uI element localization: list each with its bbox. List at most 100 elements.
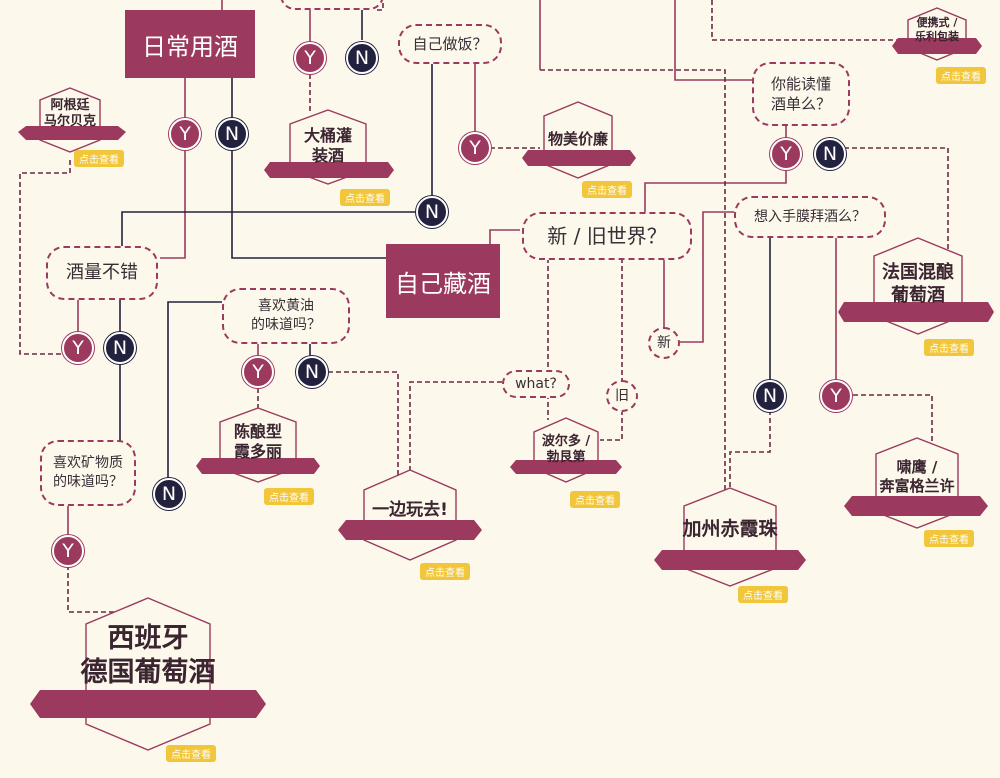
result-malbec-line2: 马尔贝克 bbox=[43, 114, 97, 130]
question-new-old-world-text: 新 / 旧世界？ bbox=[547, 223, 667, 248]
yes-label: Y bbox=[830, 385, 842, 407]
answer-what-text: what? bbox=[515, 375, 557, 392]
no-node-3: N bbox=[416, 196, 448, 228]
yes-label: Y bbox=[72, 337, 84, 359]
no-node-6: N bbox=[296, 356, 328, 388]
yes-node-6: Y bbox=[242, 356, 274, 388]
question-mineral: 喜欢矿物质 的味道吗？ bbox=[40, 440, 136, 506]
yes-label: Y bbox=[179, 123, 191, 145]
view-more-play[interactable]: 点击查看 bbox=[420, 563, 470, 580]
no-label: N bbox=[224, 123, 240, 145]
view-more-cabernet[interactable]: 点击查看 bbox=[738, 586, 788, 603]
ribbon-spain bbox=[30, 690, 266, 718]
answer-old-text: 旧 bbox=[615, 387, 629, 404]
yes-label: Y bbox=[252, 361, 264, 383]
result-shiraz-line2: 奔富格兰许 bbox=[879, 476, 955, 495]
box-cellar-label: 自己藏酒 bbox=[395, 269, 491, 298]
ribbon-portable bbox=[892, 38, 982, 54]
view-more-bordeaux[interactable]: 点击查看 bbox=[570, 491, 620, 508]
result-portable-line2: 乐利包装 bbox=[915, 30, 959, 44]
no-label: N bbox=[304, 361, 320, 383]
result-spain-line2: 德国葡萄酒 bbox=[80, 656, 216, 688]
result-chardonnay-line2: 霞多丽 bbox=[233, 442, 283, 461]
question-read-menu: 你能读懂 酒单么？ bbox=[752, 62, 850, 126]
ribbon-bulk bbox=[264, 162, 394, 178]
result-malbec-title: 阿根廷 马尔贝克 bbox=[44, 98, 96, 131]
ribbon-shiraz bbox=[844, 496, 988, 516]
box-daily-use: 日常用酒 bbox=[125, 10, 255, 78]
no-node-4: N bbox=[814, 138, 846, 170]
result-bordeaux-blend-line2: 葡萄酒 bbox=[891, 284, 945, 306]
no-label: N bbox=[762, 385, 778, 407]
question-read-menu-line1: 你能读懂 bbox=[770, 74, 831, 93]
result-shiraz-title: 啸鹰 / 奔富格兰许 bbox=[879, 458, 954, 496]
question-new-old-world: 新 / 旧世界？ bbox=[522, 212, 692, 260]
result-play-title: 一边玩去! bbox=[372, 500, 448, 521]
view-more-portable[interactable]: 点击查看 bbox=[936, 67, 986, 84]
no-label: N bbox=[161, 483, 177, 505]
yes-node-7: Y bbox=[820, 380, 852, 412]
question-read-menu-line2: 酒单么？ bbox=[770, 95, 831, 113]
yes-label: Y bbox=[304, 47, 316, 69]
ribbon-cabernet bbox=[654, 550, 806, 570]
result-play-line1: 一边玩去! bbox=[372, 500, 448, 520]
result-portable-title: 便携式 / 乐利包装 bbox=[915, 16, 959, 45]
no-label: N bbox=[424, 201, 440, 223]
result-bulk-line2: 装酒 bbox=[311, 146, 345, 165]
question-cook: 自己做饭？ bbox=[398, 24, 502, 64]
ribbon-chardonnay bbox=[196, 458, 320, 474]
no-node-1: N bbox=[346, 42, 378, 74]
yes-node-3: Y bbox=[459, 132, 491, 164]
result-cabernet-line1: 加州赤霞珠 bbox=[682, 518, 778, 540]
box-daily-use-label: 日常用酒 bbox=[142, 32, 238, 61]
yes-node-2: Y bbox=[169, 118, 201, 150]
result-spain-line1: 西班牙 bbox=[107, 623, 189, 654]
result-cabernet-title: 加州赤霞珠 bbox=[682, 518, 777, 542]
no-label: N bbox=[112, 337, 128, 359]
question-butter: 喜欢黄油 的味道吗？ bbox=[222, 288, 350, 344]
result-malbec-line1: 阿根廷 bbox=[50, 98, 90, 113]
question-mineral-line2: 的味道吗？ bbox=[53, 474, 123, 490]
ribbon-bordeaux bbox=[510, 460, 622, 474]
no-label: N bbox=[822, 143, 838, 165]
result-chardonnay-title: 陈酿型 霞多丽 bbox=[234, 422, 282, 462]
result-shiraz-line1: 啸鹰 / bbox=[896, 458, 938, 476]
result-bulk-line1: 大桶灌 bbox=[303, 126, 353, 145]
box-cellar: 自己藏酒 bbox=[386, 244, 500, 318]
question-butter-line1: 喜欢黄油 bbox=[258, 298, 314, 315]
view-more-bordeaux-blend[interactable]: 点击查看 bbox=[924, 339, 974, 356]
result-bordeaux-blend-line1: 法国混酿 bbox=[882, 262, 954, 283]
no-node-2: N bbox=[216, 118, 248, 150]
result-value-line1: 物美价廉 bbox=[547, 130, 609, 148]
view-more-malbec[interactable]: 点击查看 bbox=[74, 150, 124, 167]
view-more-shiraz[interactable]: 点击查看 bbox=[924, 530, 974, 547]
yes-node-5: Y bbox=[62, 332, 94, 364]
ribbon-play bbox=[338, 520, 482, 540]
ribbon-malbec bbox=[18, 126, 126, 140]
no-node-8: N bbox=[153, 478, 185, 510]
no-node-5: N bbox=[104, 332, 136, 364]
result-bordeaux-line2: 勃艮第 bbox=[546, 450, 586, 466]
result-bordeaux-title: 波尔多 / 勃艮第 bbox=[542, 434, 590, 467]
view-more-bulk[interactable]: 点击查看 bbox=[340, 189, 390, 206]
view-more-spain[interactable]: 点击查看 bbox=[166, 745, 216, 762]
yes-label: Y bbox=[469, 137, 481, 159]
question-worship-wine: 想入手膜拜酒么？ bbox=[734, 196, 886, 238]
answer-new: 新 bbox=[648, 327, 680, 359]
view-more-chardonnay[interactable]: 点击查看 bbox=[264, 488, 314, 505]
question-cook-text: 自己做饭？ bbox=[412, 34, 488, 53]
result-portable-line1: 便携式 / bbox=[916, 16, 958, 29]
ribbon-value bbox=[522, 150, 636, 166]
yes-node-1: Y bbox=[294, 42, 326, 74]
yes-node-4: Y bbox=[770, 138, 802, 170]
question-tolerance: 酒量不错 bbox=[46, 246, 158, 300]
no-label: N bbox=[354, 47, 370, 69]
yes-label: Y bbox=[780, 143, 792, 165]
result-chardonnay-line1: 陈酿型 bbox=[233, 422, 283, 441]
view-more-value[interactable]: 点击查看 bbox=[582, 181, 632, 198]
result-spain-title: 西班牙 德国葡萄酒 bbox=[81, 622, 216, 690]
yes-label: Y bbox=[62, 540, 74, 562]
result-bordeaux-blend-title: 法国混酿 葡萄酒 bbox=[882, 262, 954, 307]
question-mineral-line1: 喜欢矿物质 bbox=[53, 455, 123, 472]
yes-node-8: Y bbox=[52, 535, 84, 567]
